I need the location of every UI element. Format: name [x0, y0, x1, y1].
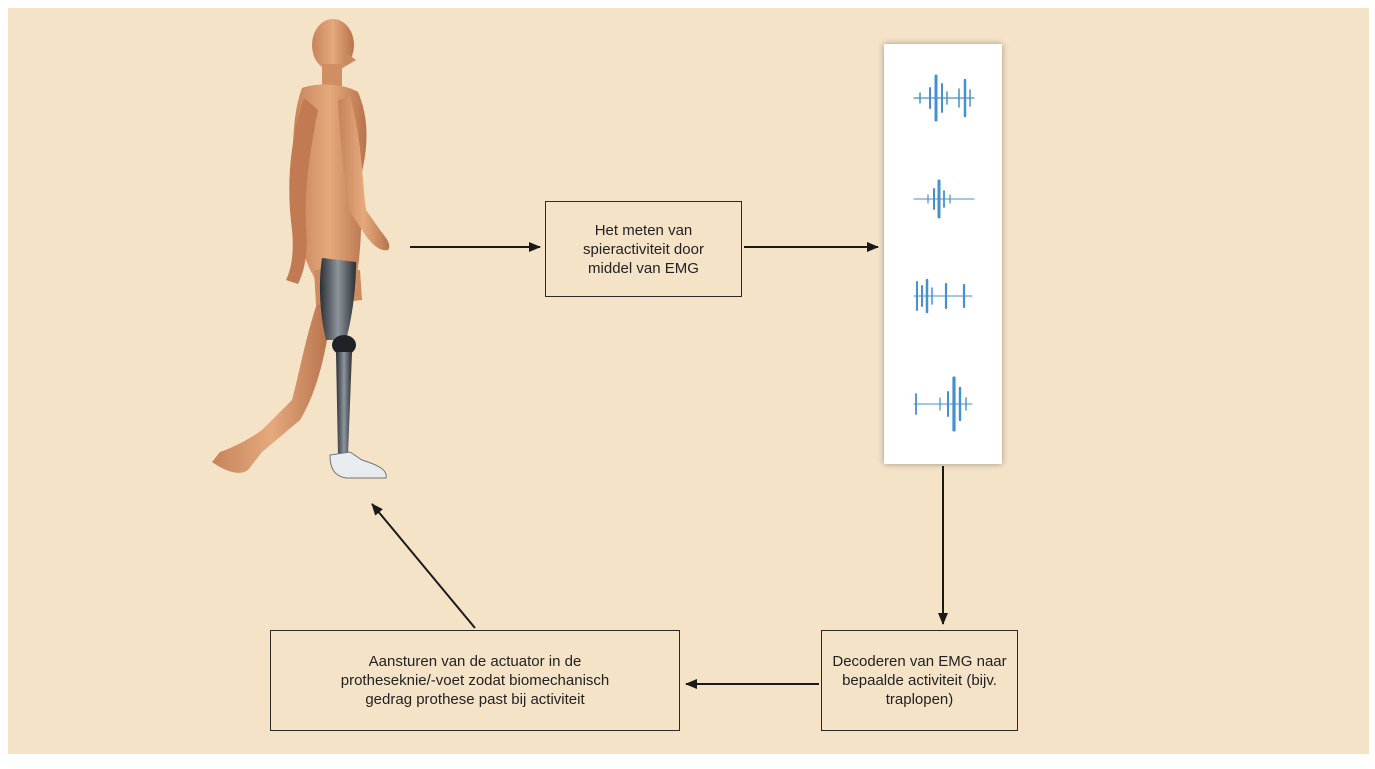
node-measure-label: Het meten van spieractiviteit door midde…	[583, 221, 704, 278]
emg-signal-panel	[884, 44, 1002, 464]
arrow-control-to-walker	[372, 504, 475, 628]
node-control-actuator: Aansturen van de actuator in de prothese…	[270, 630, 680, 731]
node-measure-emg: Het meten van spieractiviteit door midde…	[545, 201, 742, 297]
emg-signal-3	[914, 280, 972, 312]
emg-signal-4	[914, 378, 972, 430]
emg-signal-1	[914, 76, 974, 120]
node-decode-emg: Decoderen van EMG naar bepaalde activite…	[821, 630, 1018, 731]
emg-signals	[884, 44, 1002, 464]
node-decode-label: Decoderen van EMG naar bepaalde activite…	[832, 652, 1006, 709]
node-control-label: Aansturen van de actuator in de prothese…	[341, 652, 610, 709]
emg-signal-2	[914, 181, 974, 217]
